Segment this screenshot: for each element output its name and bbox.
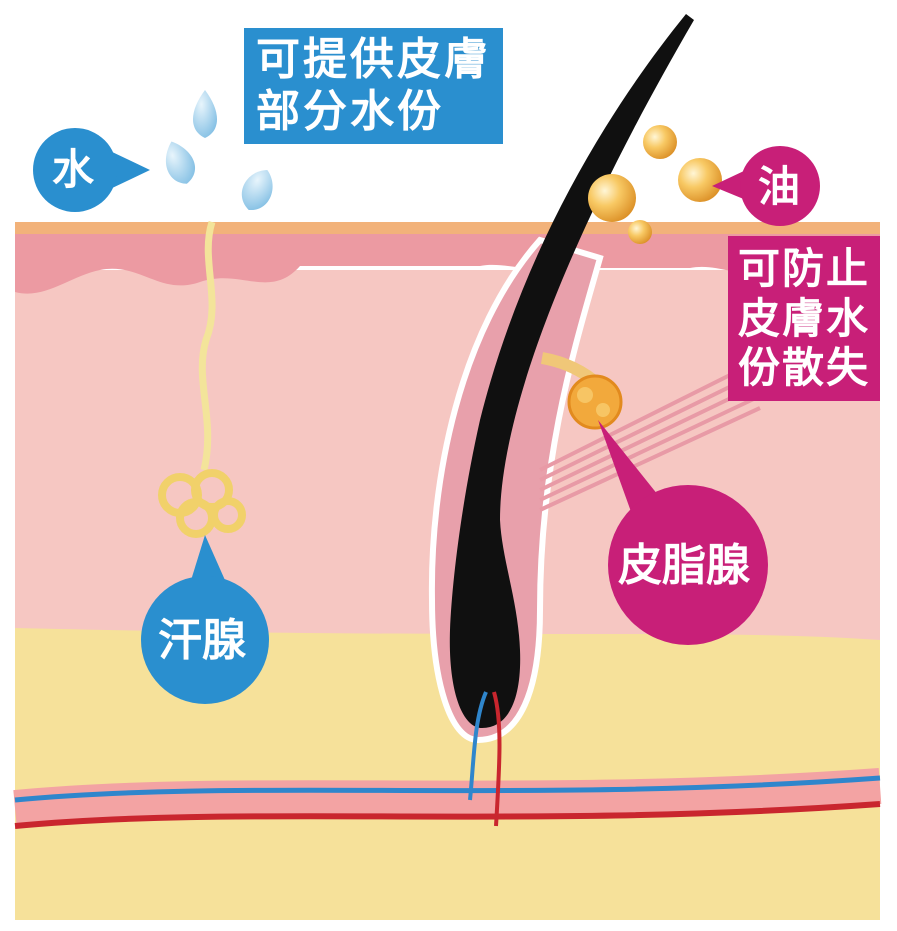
water-note-line-2: 部分水份 xyxy=(256,86,491,138)
oil-note-box: 可防止 皮膚水 份散失 xyxy=(728,236,880,401)
sebaceous-gland-label: 皮脂腺 xyxy=(618,540,750,592)
water-label: 水 xyxy=(52,145,94,195)
water-note-box: 可提供皮膚 部分水份 xyxy=(244,28,503,144)
oil-label-text: 油 xyxy=(758,162,800,212)
sebaceous-gland-label-text: 皮脂腺 xyxy=(618,540,750,592)
oil-label: 油 xyxy=(758,162,800,212)
sebaceous-gland-shape xyxy=(569,376,621,428)
oil-note-line-2: 皮膚水 xyxy=(738,294,870,344)
skin-surface xyxy=(15,222,880,234)
oil-note-line-3: 份散失 xyxy=(738,343,870,393)
oil-note-line-1: 可防止 xyxy=(738,244,870,294)
sweat-gland-label: 汗腺 xyxy=(158,615,246,667)
sweat-gland-label-text: 汗腺 xyxy=(158,615,246,667)
water-label-text: 水 xyxy=(52,145,94,195)
water-note-line-1: 可提供皮膚 xyxy=(256,34,491,86)
